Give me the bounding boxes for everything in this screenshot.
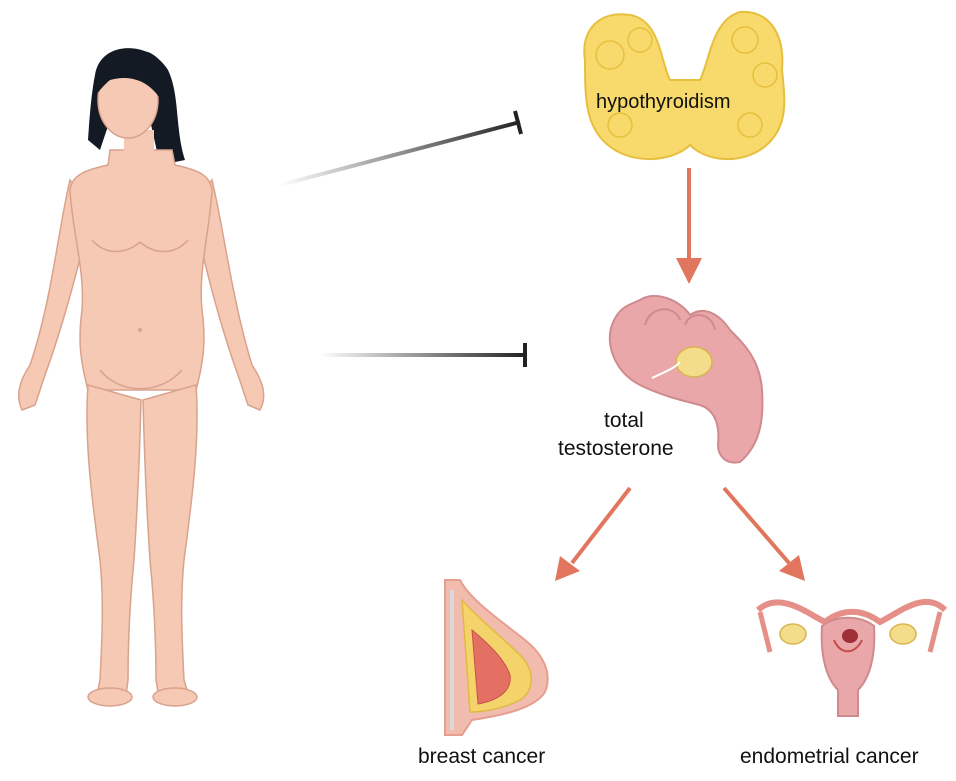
woman-figure [19, 48, 264, 706]
label-total-testosterone-line2: testosterone [558, 437, 674, 461]
breast-illustration [445, 580, 548, 735]
inhibit-line-testosterone [320, 343, 525, 367]
arrow-to-breast [555, 488, 630, 581]
arrow-to-endometrium [724, 488, 805, 581]
uterus-illustration [758, 602, 945, 716]
thyroid-illustration [584, 12, 784, 159]
label-breast-cancer: breast cancer [418, 745, 545, 769]
label-hypothyroidism: hypothyroidism [596, 90, 731, 114]
label-total-testosterone-line1: total [604, 409, 644, 433]
inhibit-line-thyroid [280, 111, 521, 185]
arrow-thyroid-to-ovary [676, 168, 702, 284]
label-endometrial-cancer: endometrial cancer [740, 745, 919, 769]
